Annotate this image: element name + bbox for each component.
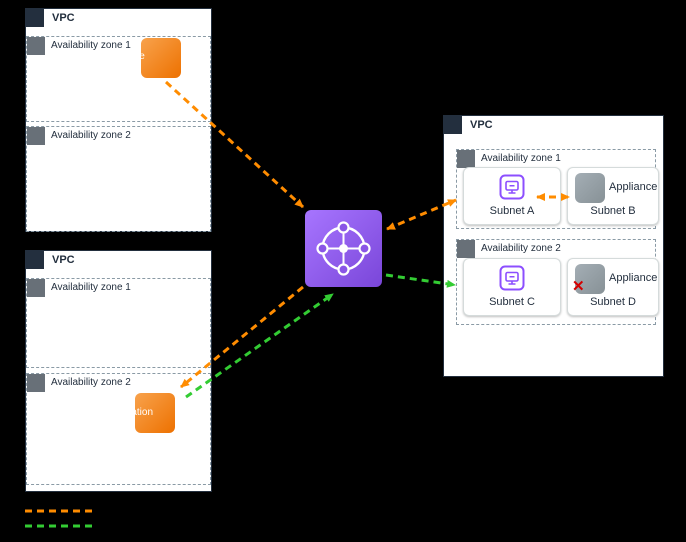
source-instance-label: Source — [113, 51, 145, 62]
availability-zone-label: Availability zone 1 — [51, 282, 131, 293]
availability-zone-label: Availability zone 1 — [481, 153, 561, 164]
vpc-icon — [26, 9, 44, 27]
subnet-b-card: Appliance Subnet B — [567, 167, 659, 225]
availability-zone-icon — [27, 127, 45, 145]
availability-zone-icon — [27, 37, 45, 55]
availability-zone-1: Availability zone 1 — [26, 278, 211, 368]
availability-zone-icon — [27, 279, 45, 297]
gateway-endpoint-icon — [499, 174, 525, 200]
appliance-label: Appliance — [609, 272, 658, 284]
vpc-right: VPC Availability zone 1 Availability zon… — [443, 115, 664, 377]
subnet-label: Subnet D — [590, 296, 636, 308]
vpc-title: VPC — [52, 12, 75, 24]
vpc-top-left: VPC Availability zone 1 Availability zon… — [25, 8, 212, 232]
availability-zone-label: Availability zone 1 — [51, 40, 131, 51]
vpc-icon — [26, 251, 44, 269]
availability-zone-icon — [457, 150, 475, 168]
destination-instance-icon — [135, 393, 175, 433]
availability-zone-2: Availability zone 2 — [26, 126, 211, 232]
gateway-endpoint-icon — [499, 265, 525, 291]
destination-instance-label: Destination — [102, 407, 154, 418]
availability-zone-icon — [457, 240, 475, 258]
blocked-x-icon: ✕ — [572, 278, 585, 295]
subnet-a-card: Subnet A — [463, 167, 561, 225]
source-instance-icon — [141, 38, 181, 78]
vpc-bottom-left: VPC Availability zone 1 Availability zon… — [25, 250, 212, 492]
appliance-icon — [575, 173, 605, 203]
availability-zone-label: Availability zone 2 — [51, 130, 131, 141]
transit-gateway-icon — [305, 210, 382, 287]
availability-zone-icon — [27, 374, 45, 392]
subnet-label: Subnet B — [590, 205, 636, 217]
subnet-label: Subnet A — [489, 205, 535, 217]
availability-zone-2: Availability zone 2 — [26, 373, 211, 485]
availability-zone-label: Availability zone 2 — [481, 243, 561, 254]
subnet-d-card: Appliance ✕ Subnet D — [567, 258, 659, 316]
vpc-icon — [444, 116, 462, 134]
vpc-title: VPC — [470, 119, 493, 131]
availability-zone-1: Availability zone 1 — [26, 36, 211, 122]
vpc-title: VPC — [52, 254, 75, 266]
appliance-icon — [575, 264, 605, 294]
appliance-label: Appliance — [609, 181, 658, 193]
subnet-c-card: Subnet C — [463, 258, 561, 316]
availability-zone-label: Availability zone 2 — [51, 377, 131, 388]
subnet-label: Subnet C — [489, 296, 535, 308]
